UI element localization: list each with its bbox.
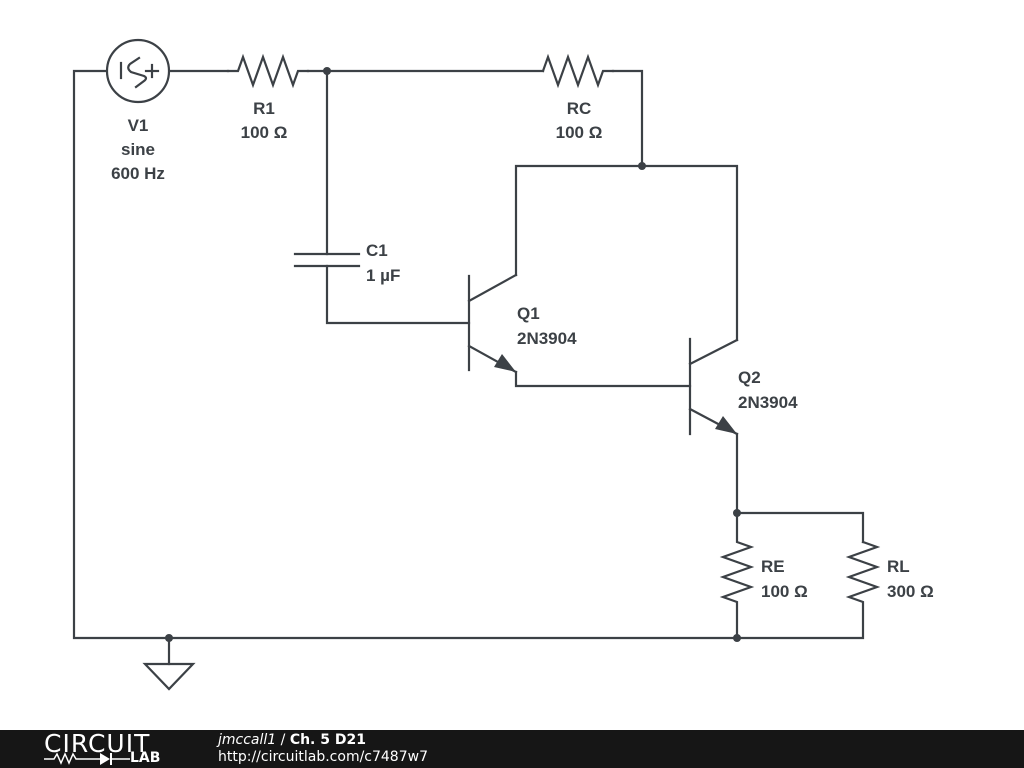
wire-rc-collector bbox=[611, 69, 644, 168]
q1-model-label: 2N3904 bbox=[517, 329, 577, 348]
rl-name-label: RL bbox=[887, 557, 910, 576]
footer-title-line: jmccall1 / Ch. 5 D21 bbox=[218, 732, 366, 749]
rc-name-label: RC bbox=[567, 99, 592, 118]
resistor-re[interactable] bbox=[719, 511, 755, 640]
r1-value-label: 100 Ω bbox=[241, 123, 288, 142]
voltage-source-v1[interactable] bbox=[105, 38, 171, 104]
q1-emitter-arrow-icon bbox=[494, 354, 516, 372]
resistor-rc[interactable] bbox=[541, 53, 615, 89]
ground-symbol bbox=[142, 636, 196, 691]
q2-emitter-arrow-icon bbox=[715, 416, 737, 434]
q2-name-label: Q2 bbox=[738, 368, 761, 387]
sine-source-icon bbox=[105, 38, 171, 104]
re-value-label: 100 Ω bbox=[761, 582, 808, 601]
v1-freq-label: 600 Hz bbox=[111, 164, 165, 183]
logo-circuit-text: CIRCUIT bbox=[44, 729, 151, 758]
junction-node-bottom-right bbox=[733, 634, 741, 642]
footer-bar: CIRCUIT LAB jmccall1 / Ch. 5 D21 http://… bbox=[0, 730, 1024, 768]
sine-wave-glyph bbox=[127, 56, 148, 89]
footer-circuit-title: Ch. 5 D21 bbox=[289, 732, 366, 748]
ground-icon bbox=[142, 662, 196, 691]
circuit-schematic: V1 sine 600 Hz R1 100 Ω RC 100 Ω C1 1 µF… bbox=[72, 38, 934, 691]
transistor-q2[interactable] bbox=[688, 337, 739, 436]
logo-lab-text: LAB bbox=[130, 750, 161, 766]
resistor-rl[interactable] bbox=[735, 540, 881, 640]
re-name-label: RE bbox=[761, 557, 785, 576]
wire-collectors bbox=[514, 164, 739, 342]
wire-q1-emitter-q2-base bbox=[514, 370, 692, 388]
v1-name-label: V1 bbox=[128, 116, 149, 135]
capacitor-c1[interactable] bbox=[293, 252, 361, 268]
q1-collector-lead bbox=[467, 273, 518, 303]
q2-model-label: 2N3904 bbox=[738, 393, 798, 412]
q1-name-label: Q1 bbox=[517, 304, 540, 323]
rc-value-label: 100 Ω bbox=[556, 123, 603, 142]
q2-collector-lead bbox=[688, 338, 739, 366]
wire-out-rl bbox=[735, 511, 865, 544]
r1-name-label: R1 bbox=[253, 99, 275, 118]
c1-value-label: 1 µF bbox=[366, 266, 400, 285]
rl-value-label: 300 Ω bbox=[887, 582, 934, 601]
wire-left-loop bbox=[72, 69, 739, 640]
logo-resistor-diode-icon bbox=[44, 752, 130, 765]
footer-user-link[interactable]: jmccall1 bbox=[218, 732, 277, 748]
resistor-r1[interactable] bbox=[226, 53, 310, 89]
c1-name-label: C1 bbox=[366, 241, 388, 260]
wire-c1-q1-base bbox=[325, 264, 471, 325]
footer-url-link[interactable]: http://circuitlab.com/c7487w7 bbox=[218, 749, 428, 765]
footer-separator: / bbox=[276, 732, 290, 748]
v1-type-label: sine bbox=[121, 140, 155, 159]
transistor-q1[interactable] bbox=[467, 273, 518, 374]
